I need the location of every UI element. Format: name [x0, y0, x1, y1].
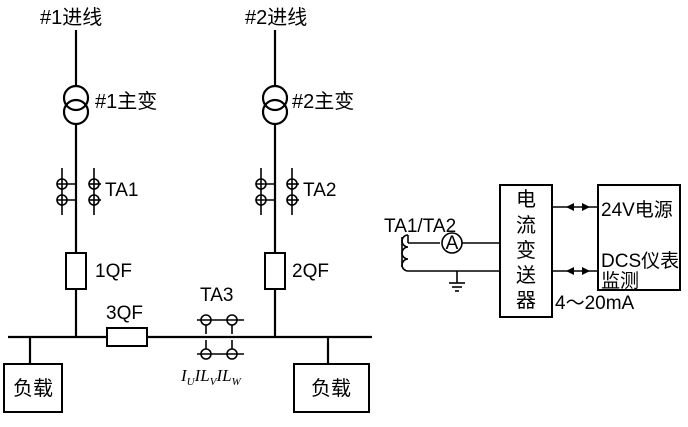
arrow-signal	[566, 267, 574, 275]
transformer-1-symbol	[62, 84, 90, 126]
breaker-1-label: 1QF	[95, 261, 132, 282]
feeder-2: #2进线 #2主变 TA2 2QF	[245, 6, 354, 337]
ct-3-label: TA3	[200, 285, 233, 306]
current-transformer-3-symbol	[197, 314, 244, 360]
feeder-1: #1进线 #1主变 TA1 1QF	[40, 6, 157, 337]
bus-bar	[8, 327, 372, 347]
current-transmitter-box	[499, 184, 553, 318]
transformer-1-label: #1主变	[95, 90, 157, 113]
breaker-2-label: 2QF	[292, 261, 329, 282]
breaker-2-symbol	[264, 252, 286, 290]
current-transformer-2-symbol	[255, 168, 299, 215]
load-left-box	[3, 363, 63, 413]
ct-coil-symbol	[401, 234, 409, 272]
current-w: IL	[215, 366, 231, 385]
transmitter-char-5: 器	[516, 288, 536, 312]
transmitter-char-2: 流	[516, 213, 536, 237]
current-w-sub: W	[232, 376, 242, 388]
current-v-sub: V	[210, 376, 218, 388]
current-u-sub: U	[187, 376, 196, 388]
ammeter-label: A	[446, 233, 459, 254]
current-u: I	[180, 366, 188, 385]
output-signal-label: 4～20mA	[555, 293, 635, 314]
breaker-1-symbol	[65, 252, 87, 290]
dcs-label-line2: 监测	[601, 270, 639, 292]
dcs-box	[597, 184, 681, 291]
current-transformer-1-symbol	[56, 168, 101, 215]
load-left-label: 负载	[13, 376, 53, 400]
load-right-label: 负载	[311, 376, 351, 400]
current-v: IL	[194, 366, 210, 385]
transmitter-char-1: 电	[516, 187, 536, 211]
transformer-2-symbol	[261, 84, 289, 126]
breaker-3-symbol	[106, 327, 148, 347]
current-labels: IUILVILW	[180, 366, 242, 388]
breaker-3-label: 3QF	[106, 303, 143, 324]
arrow-power	[566, 203, 574, 211]
transmitter-char-3: 变	[516, 238, 536, 262]
transmitter-circuit: TA1/TA2 A 电 流 变 送 器 24V电源 DCS仪表 监	[384, 184, 681, 318]
transformer-2-label: #2主变	[292, 90, 354, 113]
ct-1-label: TA1	[105, 180, 138, 201]
dcs-label-line1: DCS仪表	[601, 250, 679, 272]
load-right-box	[293, 363, 370, 413]
power-supply-label: 24V电源	[601, 199, 673, 221]
transmitter-char-4: 送	[516, 263, 536, 287]
incoming-1-label: #1进线	[40, 6, 102, 29]
incoming-2-label: #2进线	[245, 6, 307, 29]
ct-2-label: TA2	[303, 180, 336, 201]
ct-input-label: TA1/TA2	[384, 216, 456, 237]
